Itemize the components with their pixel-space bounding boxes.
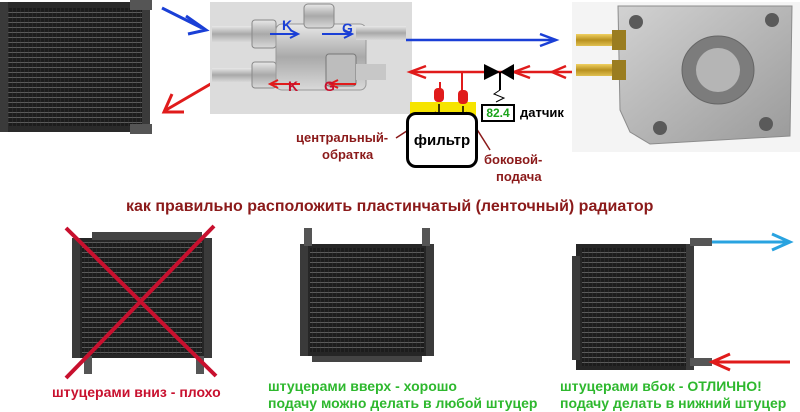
k-top-label: K (282, 17, 293, 33)
cyan-out-arrow-icon (712, 232, 794, 252)
oil-adapter-plate-icon (572, 2, 800, 152)
thermostat-valve-icon (210, 2, 412, 114)
central-return-label-line1: центральный- (296, 130, 389, 145)
side-supply-label-line1: боковой- (484, 152, 543, 167)
k-bottom-label: K (288, 78, 299, 94)
radiator-best-icon (572, 238, 712, 370)
radiator-good-icon (300, 228, 434, 362)
good-caption-line2: подачу можно делать в любой штуцер (268, 395, 538, 411)
page-heading: как правильно расположить пластинчатый (… (126, 198, 654, 215)
g-bottom-label: G (324, 78, 335, 94)
filter-label: фильтр (413, 131, 471, 149)
filter-box: фильтр (406, 112, 478, 168)
supply-arrow-icon (161, 6, 210, 36)
good-caption-line1: штуцерами вверх - хорошо (268, 378, 457, 394)
check-valve-icon (484, 64, 514, 90)
supply-line (406, 32, 560, 48)
sensor-value-display: 82.4 (481, 104, 515, 122)
best-caption-line1: штуцерами вбок - ОТЛИЧНО! (560, 378, 762, 394)
central-return-label-line2: обратка (322, 147, 374, 162)
best-caption-line2: подачу делать в нижний штуцер (560, 395, 787, 411)
side-supply-label-line2: подача (496, 169, 542, 184)
bad-caption: штуцерами вниз - плохо (52, 384, 221, 400)
return-arrow-icon (161, 80, 215, 114)
sensor-label: датчик (520, 105, 564, 120)
g-top-label: G (342, 20, 353, 36)
red-in-arrow-icon (708, 352, 790, 372)
radiator-icon (0, 0, 152, 134)
cross-icon (64, 224, 218, 380)
